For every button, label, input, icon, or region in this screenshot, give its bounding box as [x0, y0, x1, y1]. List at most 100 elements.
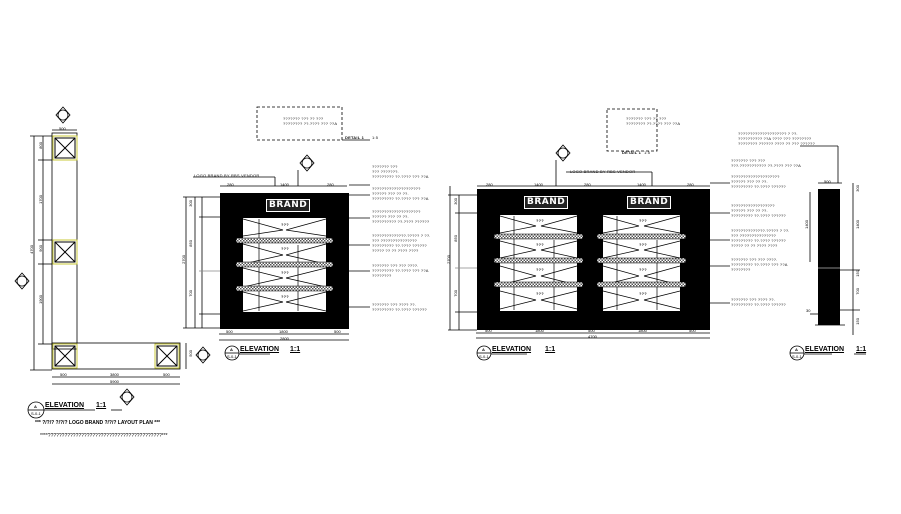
elev2-panel-label-5: ??? — [639, 218, 647, 223]
elev1-left-dim-3: 700 — [188, 290, 193, 297]
plan-dim-bottom-right: 500 — [163, 372, 170, 377]
elev2-section-sub: S-0-1 — [479, 354, 489, 359]
elev2-title: ELEVATION — [492, 346, 532, 353]
elev1-callout-6: ??????? ??? ???? ??. ????????? ??.???? ?… — [372, 302, 427, 312]
plan-scale: 1:1 — [96, 402, 107, 409]
elev2-callout-6: ??????? ??? ???? ??. ????????? ??.???? ?… — [731, 297, 786, 307]
plan-dim-seg3: 900 — [38, 245, 43, 252]
elev2-left-dim-2: 850 — [453, 235, 458, 242]
elev2-callout-5: ??????? ??? ??? ????. ????????? ??.???? … — [731, 257, 788, 272]
side-title: ELEVATION — [805, 346, 845, 353]
side-right-dim-1: 300 — [855, 185, 860, 192]
plan-dim-seg1: 800 — [38, 142, 43, 149]
elev2-detail-label: DETAIL 1 — [622, 150, 642, 155]
elev1-section-marker: A — [230, 347, 233, 352]
plan-note-line-2: ****????????????????????????????????????… — [40, 433, 168, 439]
elev2-left-dim-total: 2700 — [446, 255, 451, 264]
side-foot-dim: 30 — [806, 308, 811, 313]
side-right-dim-2: 1400 — [855, 220, 860, 229]
elev2-panel-label-8: ??? — [639, 291, 647, 296]
elev1-callout-5: ??????? ??? ??? ????. ????????? ??.???? … — [372, 263, 429, 278]
elev1-left-dim-total: 2700 — [181, 255, 186, 264]
plan-section-marker: A — [34, 404, 37, 409]
elev2-top-dim-4: 1400 — [637, 182, 646, 187]
elev2-bottom-dim-4: 1800 — [638, 328, 647, 333]
elev1-detail-text-2: ???????? ??.???? ??? ??A — [283, 121, 338, 126]
elev1-panel-label-4: ??? — [281, 294, 289, 299]
elev1-panel-label-2: ??? — [281, 246, 289, 251]
elev1-bottom-dim-3: 500 — [334, 329, 341, 334]
side-top-callout: ???????????????????? ? ??. ?????????? ??… — [738, 131, 815, 146]
elevation-2-frame — [448, 108, 730, 361]
side-top-dim: 500 — [824, 179, 831, 184]
elev2-brand-sign-left: BRAND — [524, 196, 569, 209]
elev2-top-dim-3: 280 — [584, 182, 591, 187]
elev2-panel-label-1: ??? — [536, 218, 544, 223]
side-section-sub: S-0-1 — [792, 354, 802, 359]
side-scale: 1:1 — [856, 346, 867, 353]
elev2-panel-label-4: ??? — [536, 291, 544, 296]
elev2-bottom-dim-1: 500 — [485, 328, 492, 333]
plan-dim-total-height: 4700 — [29, 245, 34, 254]
plan-note-line-1: *** ?/?/? ?/?/? LOGO BRAND ?/?/? LAYOUT … — [35, 420, 161, 426]
plan-title: ELEVATION — [45, 402, 85, 409]
elev2-detail-text-1: ??????? ??? ?? ??? — [626, 116, 667, 121]
elev1-title: ELEVATION — [240, 346, 280, 353]
plan-dim-top-width: 500 — [59, 126, 66, 131]
side-right-dim-5: 150 — [855, 318, 860, 325]
elev1-top-dim-2: 1400 — [280, 182, 289, 187]
elev1-left-dim-1: 300 — [188, 200, 193, 207]
side-right-dim-3: 150 — [855, 270, 860, 277]
plan-dim-seg4: 1900 — [38, 295, 43, 304]
side-elevation-body — [818, 189, 840, 325]
side-left-dim: 1400 — [804, 220, 809, 229]
elev1-bottom-dim-1: 500 — [226, 329, 233, 334]
elev1-logo-callout: LOGO BRAND BY RBS VENDOR — [194, 173, 260, 178]
elev1-detail-text-1: ??????? ??? ?? ??? — [283, 116, 324, 121]
elev2-detail-text-2: ???????? ??.???? ??? ??A — [626, 121, 681, 126]
elev2-bottom-total: 4700 — [588, 334, 597, 339]
elev1-callout-4: ??????????????.????? ? ??. ??? ?????????… — [372, 233, 431, 253]
elev1-callout-1: ??????? ??? ??? ???????. ????????? ??.??… — [372, 164, 429, 179]
elev1-detail-label: DETAIL 1 — [345, 135, 365, 140]
elev2-bottom-dim-3: 500 — [588, 328, 595, 333]
elev1-bottom-total: 2800 — [280, 336, 289, 341]
elev1-callout-3: ???????????????????? ?????? ??? ?? ??. ?… — [372, 209, 430, 224]
elev2-left-dim-3: 700 — [453, 290, 458, 297]
side-right-dim-4: 700 — [855, 288, 860, 295]
elev2-panel-label-6: ??? — [639, 242, 647, 247]
plan-dim-bottom-left: 500 — [60, 372, 67, 377]
elev1-brand-sign: BRAND — [266, 199, 311, 212]
elev1-left-dim-2: 850 — [188, 240, 193, 247]
elev2-panel-label-7: ??? — [639, 267, 647, 272]
plan-dim-right-depth: 500 — [188, 350, 193, 357]
plan-dim-bottom-total: 5900 — [110, 379, 119, 384]
elev2-panel-label-2: ??? — [536, 242, 544, 247]
side-section-marker: A — [795, 347, 798, 352]
elev2-left-dim-1: 300 — [453, 198, 458, 205]
elev2-detail-scale: 1:5 — [644, 150, 651, 155]
elev1-panel-label-1: ??? — [281, 222, 289, 227]
elev2-top-dim-2: 1400 — [534, 182, 543, 187]
elev2-top-dim-5: 280 — [687, 182, 694, 187]
elev2-section-marker: A — [482, 347, 485, 352]
elev2-logo-callout: LOGO BRAND BY RBS VENDOR — [570, 169, 636, 174]
plan-dim-seg2: 1700 — [38, 195, 43, 204]
elev2-callout-4: ??????????????.????? ? ??. ??? ?????????… — [731, 228, 790, 248]
elev1-panel-label-3: ??? — [281, 270, 289, 275]
elev1-top-dim-3: 280 — [327, 182, 334, 187]
elev2-brand-sign-right: BRAND — [627, 196, 672, 209]
elev2-callout-2: ???????????????????? ?????? ??? ?? ??. ?… — [731, 174, 786, 189]
elev1-bottom-dim-2: 1800 — [279, 329, 288, 334]
elev2-top-dim-1: 280 — [486, 182, 493, 187]
elev1-detail-scale: 1:5 — [372, 135, 379, 140]
elev2-scale: 1:1 — [545, 346, 556, 353]
elev1-scale: 1:1 — [290, 346, 301, 353]
plan-dim-bottom-mid: 3800 — [110, 372, 119, 377]
plan-section-sub: S-0-1 — [31, 411, 41, 416]
elev2-callout-1: ??????? ??? ??? ???.??????????? ??.???? … — [731, 158, 802, 168]
elev1-section-sub: S-0-1 — [227, 354, 237, 359]
elev1-top-dim-1: 280 — [227, 182, 234, 187]
